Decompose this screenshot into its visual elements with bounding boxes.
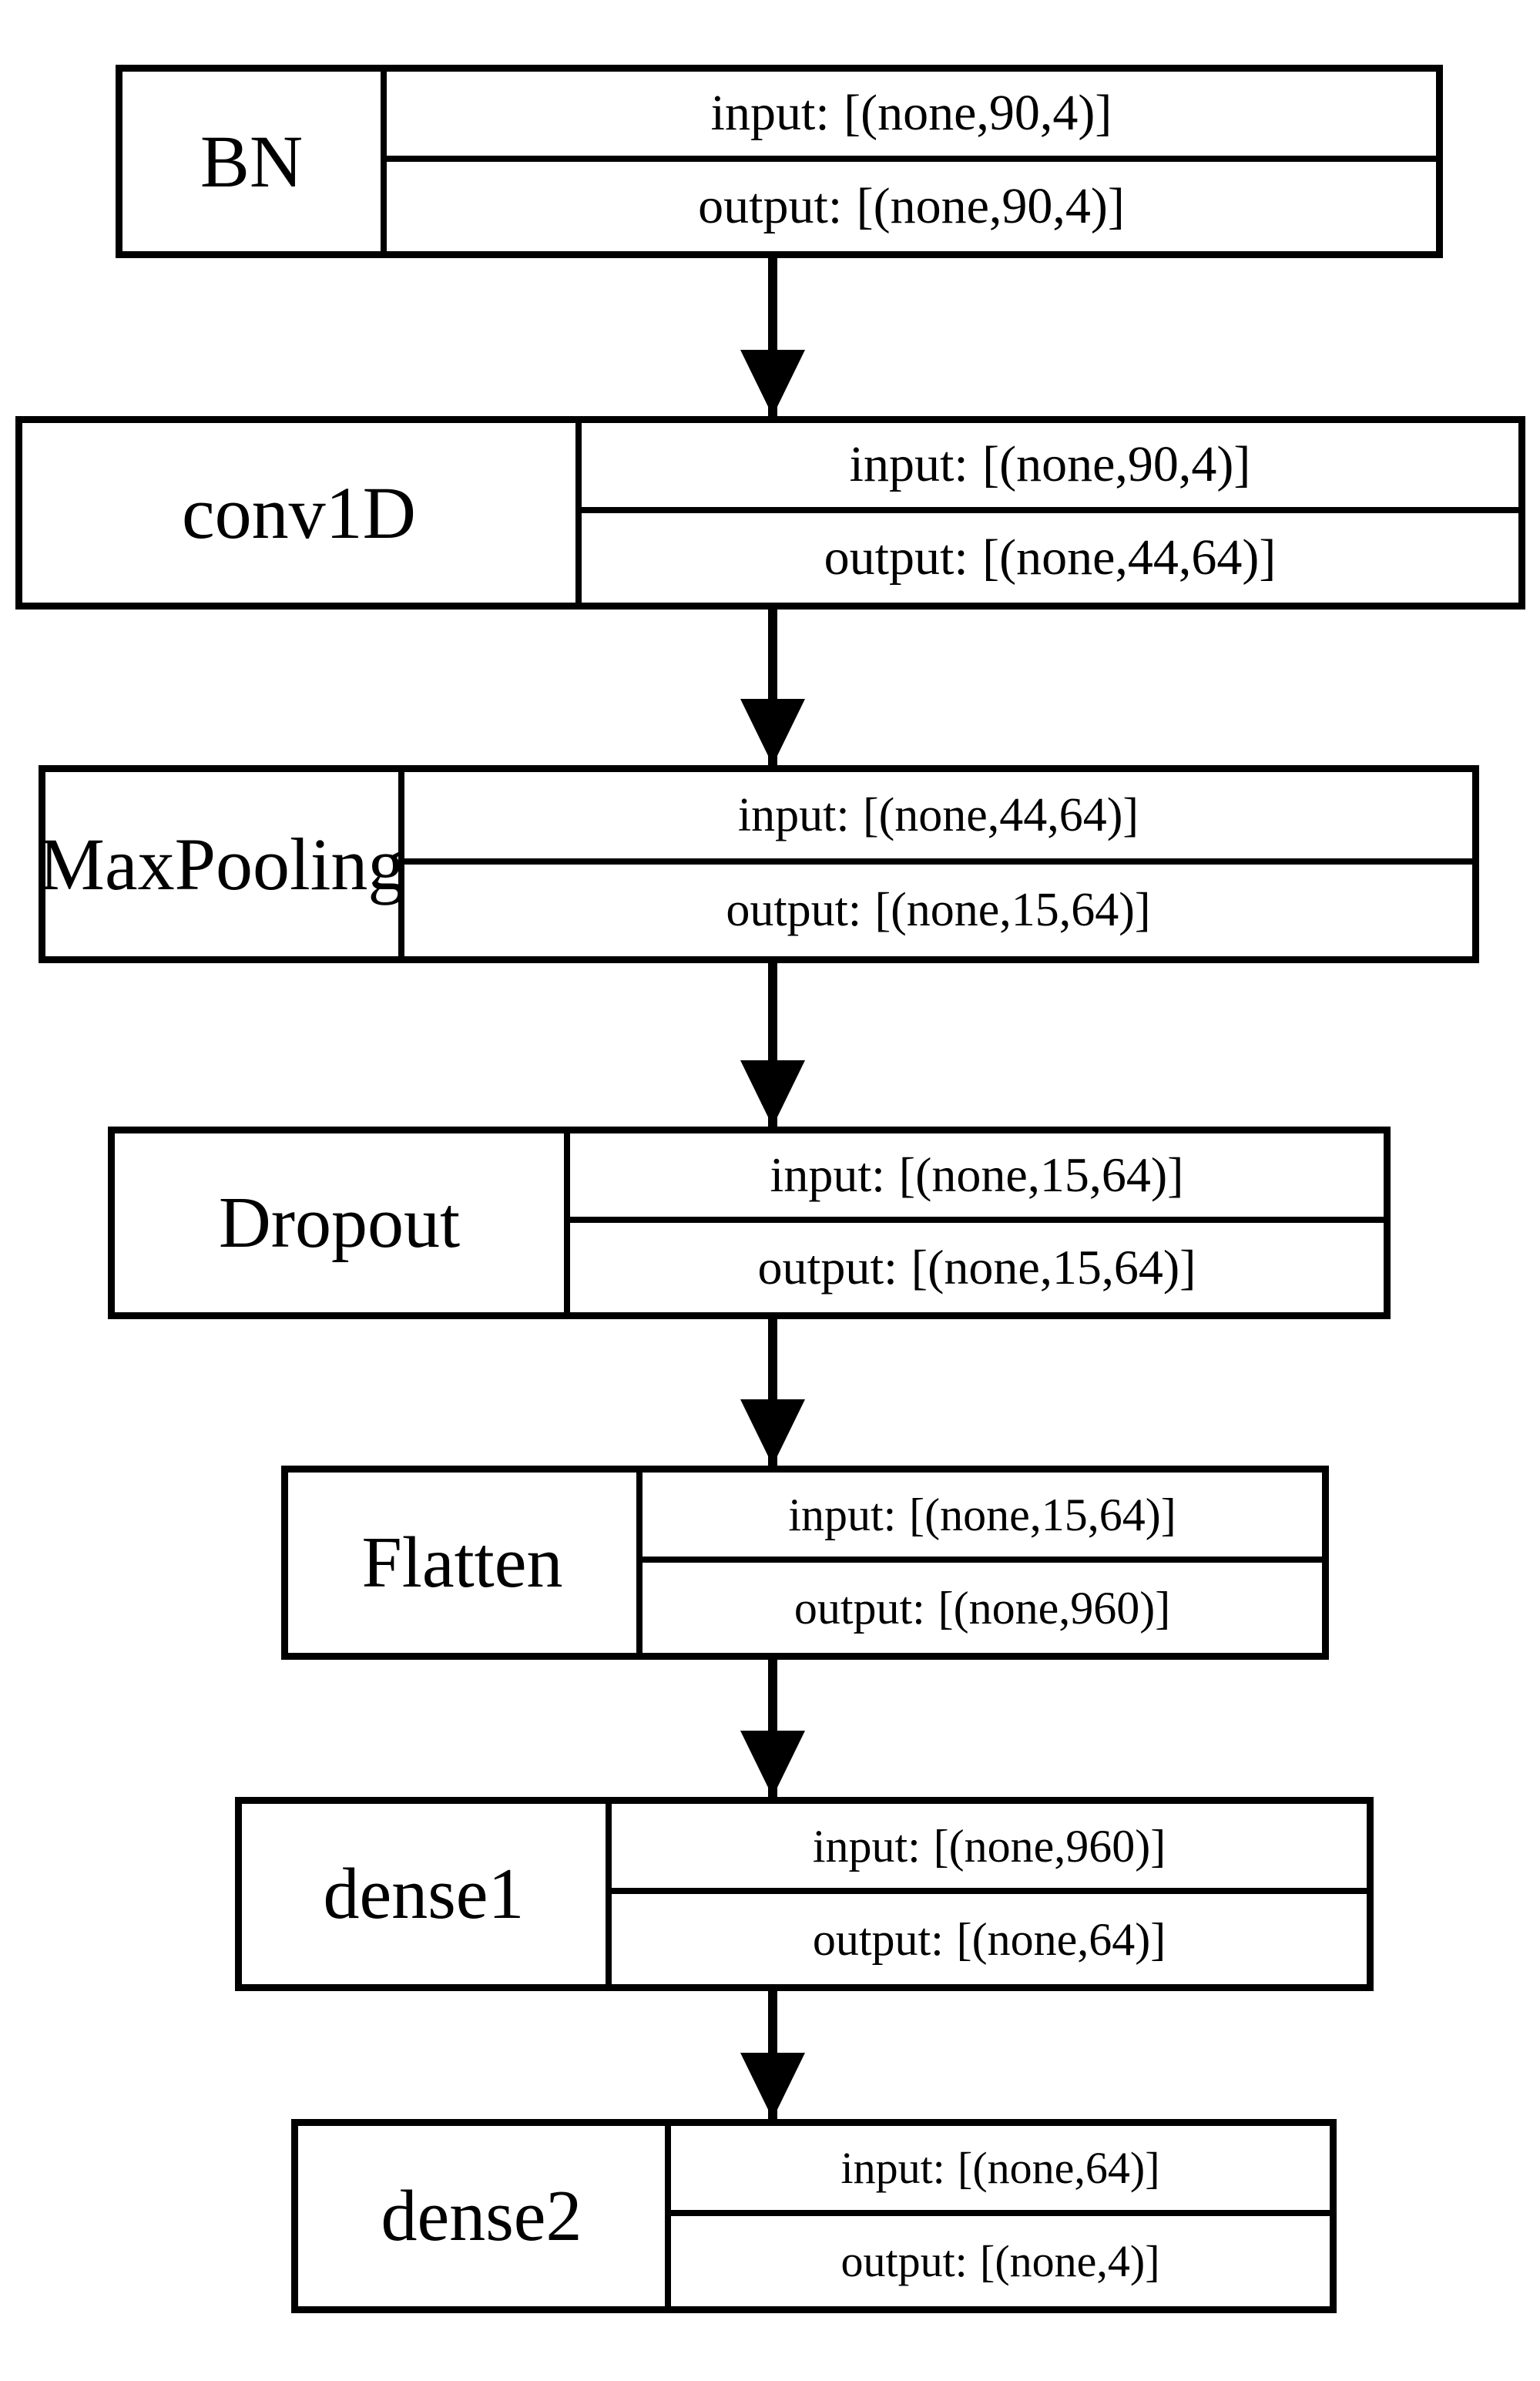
node-flatten[interactable]: Flatten input: [(none,15,64)] output: [(… bbox=[281, 1466, 1329, 1660]
node-maxpooling-output-row: output: [(none,15,64)] bbox=[404, 865, 1472, 957]
node-conv1d-label: conv1D bbox=[22, 423, 582, 603]
node-dropout-output-row: output: [(none,15,64)] bbox=[570, 1223, 1384, 1312]
input-label: input: bbox=[840, 2142, 945, 2193]
node-flatten-label: Flatten bbox=[288, 1473, 643, 1653]
node-dense2-input-shape: [(none,64)] bbox=[958, 2142, 1160, 2193]
node-maxpooling-io: input: [(none,44,64)] output: [(none,15,… bbox=[404, 772, 1472, 956]
input-label: input: bbox=[812, 1820, 921, 1872]
arrow-head-icon bbox=[740, 1060, 805, 1127]
node-flatten-output-row: output: [(none,960)] bbox=[643, 1563, 1322, 1653]
node-maxpooling[interactable]: MaxPooling input: [(none,44,64)] output:… bbox=[39, 765, 1479, 963]
output-label: output: bbox=[824, 529, 968, 586]
node-conv1d-io: input: [(none,90,4)] output: [(none,44,6… bbox=[582, 423, 1518, 603]
node-dense1-input-shape: [(none,960)] bbox=[933, 1820, 1166, 1872]
node-bn-input-shape: [(none,90,4)] bbox=[844, 85, 1112, 142]
arrow-head-icon bbox=[740, 1399, 805, 1466]
node-flatten-input-shape: [(none,15,64)] bbox=[909, 1489, 1176, 1540]
node-conv1d[interactable]: conv1D input: [(none,90,4)] output: [(no… bbox=[15, 416, 1525, 610]
node-conv1d-output-row: output: [(none,44,64)] bbox=[582, 513, 1518, 603]
node-dense1-io: input: [(none,960)] output: [(none,64)] bbox=[612, 1804, 1367, 1984]
node-maxpooling-output-shape: [(none,15,64)] bbox=[874, 884, 1151, 937]
output-label: output: bbox=[793, 1582, 925, 1634]
arrow-head-icon bbox=[740, 1731, 805, 1797]
node-maxpooling-input-row: input: [(none,44,64)] bbox=[404, 772, 1472, 865]
node-bn-label: BN bbox=[122, 72, 387, 251]
output-label: output: bbox=[812, 1913, 944, 1965]
node-bn-output-row: output: [(none,90,4)] bbox=[387, 162, 1436, 252]
node-dense2-label: dense2 bbox=[298, 2126, 671, 2306]
node-dense2[interactable]: dense2 input: [(none,64)] output: [(none… bbox=[291, 2119, 1337, 2313]
node-maxpooling-label: MaxPooling bbox=[39, 772, 404, 956]
output-label: output: bbox=[840, 2235, 968, 2286]
node-dropout-input-row: input: [(none,15,64)] bbox=[570, 1133, 1384, 1223]
node-dropout[interactable]: Dropout input: [(none,15,64)] output: [(… bbox=[108, 1127, 1391, 1319]
output-label: output: bbox=[726, 884, 862, 937]
output-label: output: bbox=[698, 177, 843, 234]
input-label: input: bbox=[710, 85, 830, 142]
node-dense1-output-row: output: [(none,64)] bbox=[612, 1894, 1367, 1984]
node-bn[interactable]: BN input: [(none,90,4)] output: [(none,9… bbox=[116, 65, 1443, 258]
node-conv1d-output-shape: [(none,44,64)] bbox=[982, 529, 1277, 586]
node-dense2-io: input: [(none,64)] output: [(none,4)] bbox=[671, 2126, 1330, 2306]
node-dense2-output-row: output: [(none,4)] bbox=[671, 2216, 1330, 2306]
node-dense1[interactable]: dense1 input: [(none,960)] output: [(non… bbox=[235, 1797, 1374, 1991]
node-bn-output-shape: [(none,90,4)] bbox=[856, 177, 1125, 234]
node-dense2-input-row: input: [(none,64)] bbox=[671, 2126, 1330, 2216]
node-dense1-output-shape: [(none,64)] bbox=[956, 1913, 1166, 1965]
input-label: input: bbox=[770, 1147, 885, 1202]
arrow-head-icon bbox=[740, 2053, 805, 2119]
node-flatten-io: input: [(none,15,64)] output: [(none,960… bbox=[643, 1473, 1322, 1653]
node-dropout-io: input: [(none,15,64)] output: [(none,15,… bbox=[570, 1133, 1384, 1312]
arrow-head-icon bbox=[740, 699, 805, 765]
node-dropout-output-shape: [(none,15,64)] bbox=[911, 1240, 1196, 1295]
input-label: input: bbox=[788, 1489, 897, 1540]
node-dropout-input-shape: [(none,15,64)] bbox=[898, 1147, 1184, 1202]
node-dense1-input-row: input: [(none,960)] bbox=[612, 1804, 1367, 1894]
node-dropout-label: Dropout bbox=[115, 1133, 570, 1312]
node-dense1-label: dense1 bbox=[242, 1804, 612, 1984]
node-bn-input-row: input: [(none,90,4)] bbox=[387, 72, 1436, 162]
node-conv1d-input-shape: [(none,90,4)] bbox=[982, 436, 1251, 493]
input-label: input: bbox=[849, 436, 968, 493]
input-label: input: bbox=[737, 788, 850, 841]
node-maxpooling-input-shape: [(none,44,64)] bbox=[862, 788, 1139, 841]
node-bn-io: input: [(none,90,4)] output: [(none,90,4… bbox=[387, 72, 1436, 251]
node-flatten-input-row: input: [(none,15,64)] bbox=[643, 1473, 1322, 1563]
node-dense2-output-shape: [(none,4)] bbox=[980, 2235, 1160, 2286]
node-flatten-output-shape: [(none,960)] bbox=[938, 1582, 1171, 1634]
node-conv1d-input-row: input: [(none,90,4)] bbox=[582, 423, 1518, 513]
arrow-head-icon bbox=[740, 350, 805, 416]
output-label: output: bbox=[757, 1240, 897, 1295]
